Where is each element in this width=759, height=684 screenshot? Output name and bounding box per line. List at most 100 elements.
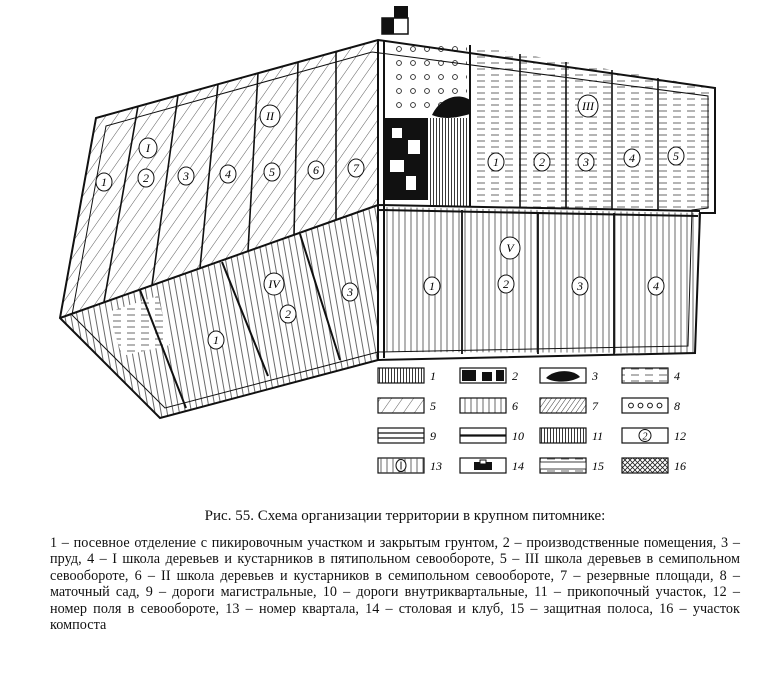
legend-number: 14 xyxy=(512,459,524,473)
legend-item-13: 13 xyxy=(377,457,442,474)
field-V-2: 2 xyxy=(497,274,515,294)
legend-number: 4 xyxy=(674,369,680,383)
building-dining-club xyxy=(381,6,409,35)
zone-numeral-IV: IV xyxy=(263,272,285,296)
field-IV-3: 3 xyxy=(341,282,359,302)
svg-text:1: 1 xyxy=(101,175,107,189)
svg-text:V: V xyxy=(506,241,515,255)
field-III-3: 3 xyxy=(577,152,595,172)
legend-number: 6 xyxy=(512,399,518,413)
field-dividers-III xyxy=(519,54,659,211)
zone-numeral-II: II xyxy=(259,104,281,128)
svg-text:4: 4 xyxy=(653,279,659,293)
field-IV-1: 1 xyxy=(207,330,225,350)
svg-text:4: 4 xyxy=(225,167,231,181)
legend-number: 12 xyxy=(674,429,686,443)
field-II-6: 6 xyxy=(307,160,325,180)
svg-text:3: 3 xyxy=(346,285,353,299)
svg-text:III: III xyxy=(581,99,595,113)
zone-numeral-III: III xyxy=(577,94,599,118)
legend-number: 11 xyxy=(592,429,603,443)
legend-number: 1 xyxy=(430,369,436,383)
legend-number: 3 xyxy=(591,369,598,383)
field-V-4: 4 xyxy=(647,276,665,296)
legend-item-2: 2 xyxy=(459,367,518,384)
legend-item-6: 6 xyxy=(459,397,518,414)
caption-title: Рис. 55. Схема организации территории в … xyxy=(204,508,606,524)
field-dividers-IV xyxy=(139,233,341,409)
production-buildings xyxy=(383,118,428,200)
field-V-3: 3 xyxy=(571,276,589,296)
legend-item-1: 1 xyxy=(377,367,436,384)
heeling-in-plot xyxy=(108,296,170,356)
svg-text:I: I xyxy=(145,141,151,155)
svg-text:6: 6 xyxy=(313,163,319,177)
pond xyxy=(432,96,470,118)
zone-II-area xyxy=(60,40,378,318)
svg-text:2: 2 xyxy=(285,307,291,321)
nursery-boundary xyxy=(58,38,716,420)
legend-item-12: 2 12 xyxy=(621,427,686,444)
legend-number: 10 xyxy=(512,429,524,443)
field-II-1: 1 xyxy=(95,172,113,192)
svg-text:1: 1 xyxy=(493,155,499,169)
field-III-4: 4 xyxy=(623,148,641,168)
svg-text:3: 3 xyxy=(182,169,189,183)
field-III-2: 2 xyxy=(533,152,551,172)
figure-caption: Рис. 55. Схема организации территории в … xyxy=(50,508,740,633)
field-II-5: 5 xyxy=(263,162,281,182)
legend-item-3: 3 xyxy=(539,367,598,384)
field-II-7: 7 xyxy=(347,158,365,178)
field-II-2: 2 xyxy=(137,168,155,188)
legend-number: 16 xyxy=(674,459,686,473)
legend-number: 5 xyxy=(430,399,436,413)
legend-item-15: 15 xyxy=(539,457,604,474)
svg-text:3: 3 xyxy=(582,155,589,169)
field-dividers-V xyxy=(461,210,615,354)
svg-text:3: 3 xyxy=(576,279,583,293)
legend-item-16: 16 xyxy=(621,457,686,474)
svg-text:2: 2 xyxy=(503,277,509,291)
zone-numeral-I: I xyxy=(138,137,158,159)
svg-text:5: 5 xyxy=(269,165,275,179)
legend-number: 13 xyxy=(430,459,442,473)
svg-text:IV: IV xyxy=(267,277,281,291)
svg-text:1: 1 xyxy=(213,333,219,347)
svg-text:7: 7 xyxy=(353,161,360,175)
legend-item-10: 10 xyxy=(459,427,524,444)
zone-V-area xyxy=(385,207,700,353)
field-V-1: 1 xyxy=(423,276,441,296)
protective-strip xyxy=(71,51,709,409)
legend-number: 9 xyxy=(430,429,436,443)
field-III-5: 5 xyxy=(667,146,685,166)
legend-item-11: 11 xyxy=(539,427,603,444)
legend-item-9: 9 xyxy=(377,427,436,444)
legend-item-4: 4 xyxy=(621,367,680,384)
legend-number: 8 xyxy=(674,399,680,413)
svg-text:2: 2 xyxy=(143,171,149,185)
legend-item-14: 14 xyxy=(459,457,524,474)
svg-text:1: 1 xyxy=(429,279,435,293)
legend-number: 15 xyxy=(592,459,604,473)
legend-number: 2 xyxy=(512,369,518,383)
field-II-3: 3 xyxy=(177,166,195,186)
svg-text:2: 2 xyxy=(643,432,648,443)
field-II-4: 4 xyxy=(219,164,237,184)
legend-item-5: 5 xyxy=(377,397,436,414)
zone-III-area xyxy=(470,45,715,213)
zone-numeral-V: V xyxy=(499,236,521,260)
zone-IV-area xyxy=(60,205,378,418)
svg-text:5: 5 xyxy=(673,149,679,163)
legend-item-7: 7 xyxy=(539,397,599,414)
legend-item-8: 8 xyxy=(621,397,680,414)
field-IV-2: 2 xyxy=(279,304,297,324)
caption-body: 1 – посевное отделение с пикировочным уч… xyxy=(50,535,740,634)
field-dividers-II xyxy=(103,52,337,303)
svg-text:II: II xyxy=(265,109,275,123)
svg-text:2: 2 xyxy=(539,155,545,169)
legend-number: 7 xyxy=(592,399,599,413)
svg-text:4: 4 xyxy=(629,151,635,165)
field-III-1: 1 xyxy=(487,152,505,172)
